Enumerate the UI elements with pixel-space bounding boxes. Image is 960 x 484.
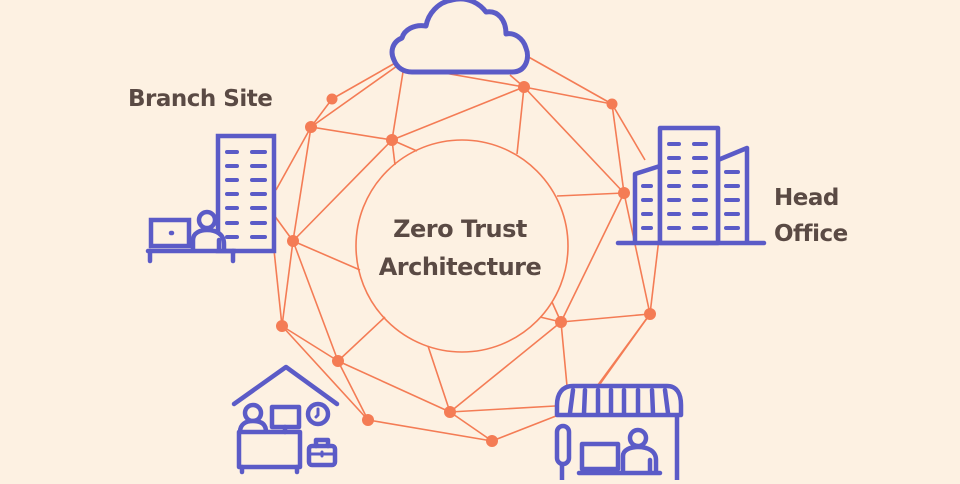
- network-node: [326, 93, 338, 105]
- home-office-icon: [231, 364, 340, 475]
- cloud-icon: [389, 0, 530, 75]
- center-title-line-1: Zero Trust: [393, 215, 527, 243]
- network-node: [618, 187, 630, 199]
- network-mesh: [273, 54, 661, 442]
- network-node: [276, 320, 288, 332]
- office-buildings-icon: [615, 125, 767, 246]
- network-node: [644, 308, 656, 320]
- network-node: [332, 355, 344, 367]
- network-node: [287, 235, 299, 247]
- center-circle: [355, 139, 569, 353]
- head-office-label-line-2: Office: [774, 221, 848, 247]
- network-node: [555, 316, 567, 328]
- network-node: [606, 98, 618, 110]
- network-node: [305, 121, 317, 133]
- network-nodes: [276, 81, 656, 447]
- head-office-label-line-1: Head: [774, 185, 839, 211]
- network-node: [386, 134, 398, 146]
- network-node: [362, 414, 374, 426]
- branch-site-label: Branch Site: [128, 86, 273, 112]
- network-node: [486, 435, 498, 447]
- network-node: [444, 406, 456, 418]
- center-title-line-2: Architecture: [378, 253, 542, 281]
- network-node: [518, 81, 530, 93]
- store-kiosk-icon: [554, 383, 684, 483]
- center-title: Zero Trust Architecture: [352, 210, 568, 286]
- office-tower-with-remote-worker-icon: [145, 133, 277, 264]
- head-office-label: Head Office: [774, 180, 848, 252]
